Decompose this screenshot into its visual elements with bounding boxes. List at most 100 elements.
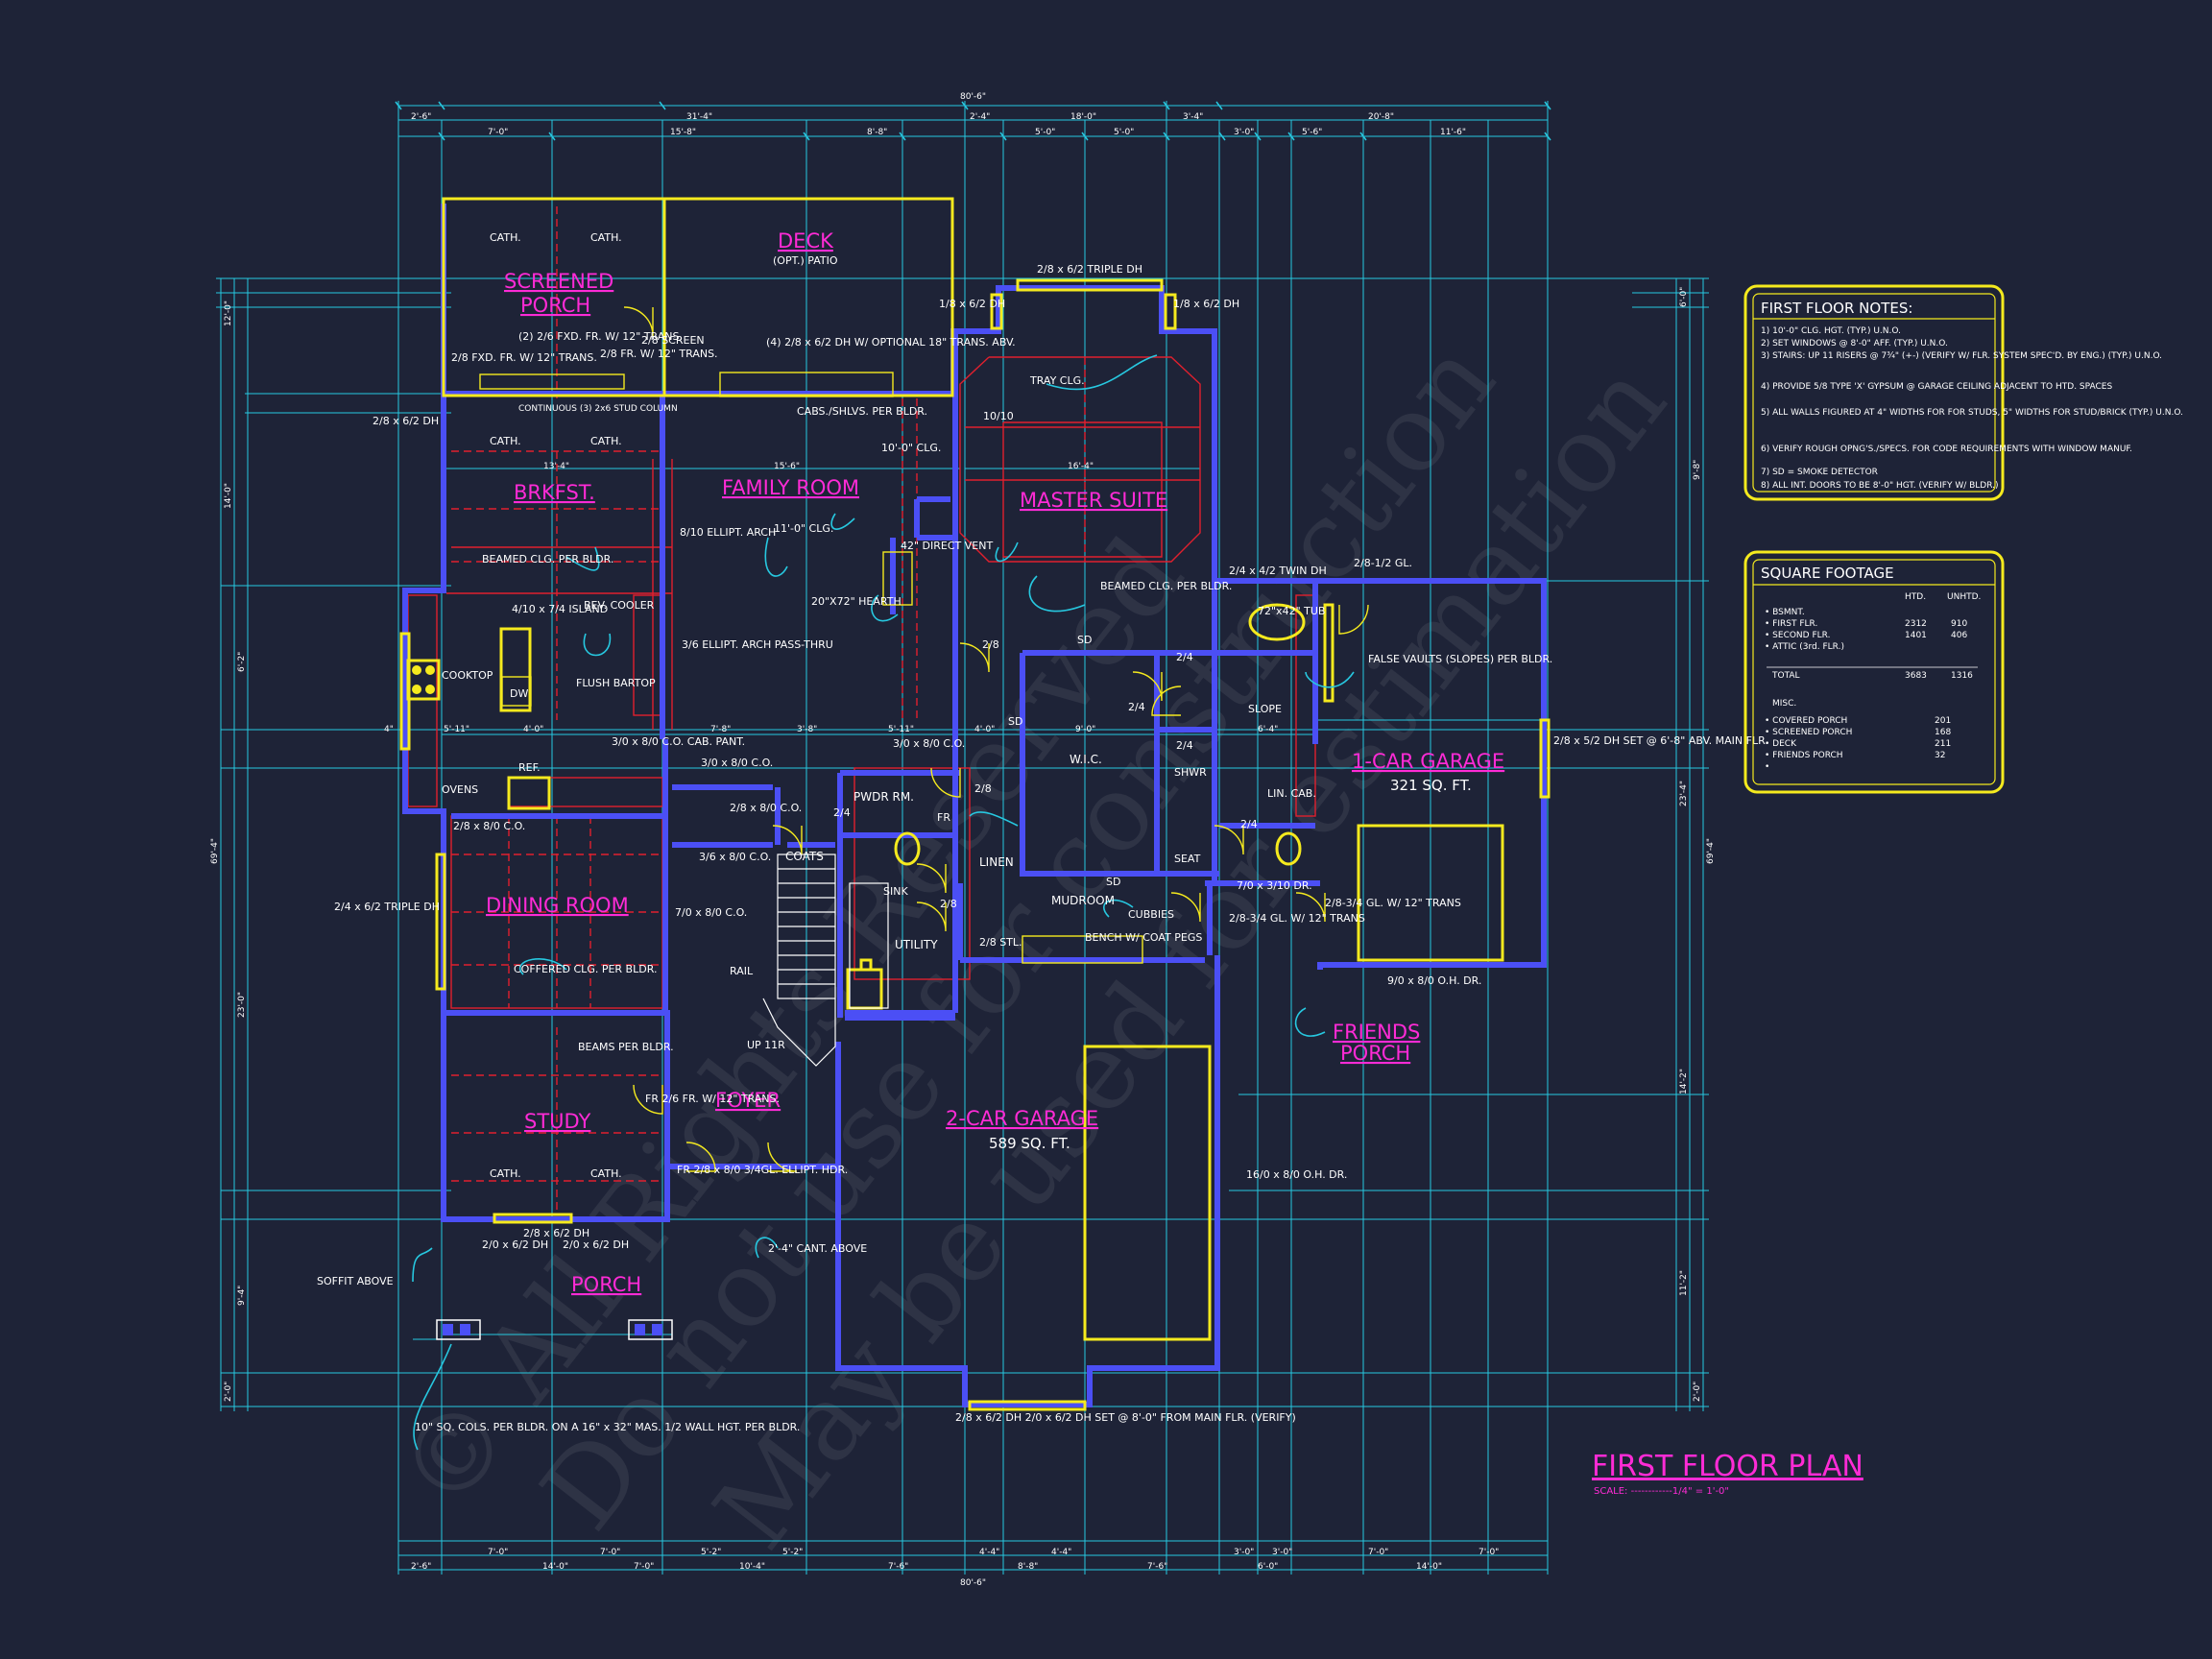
label-d24-1: 2/4 <box>1176 651 1193 663</box>
dim-inner-10: 4'-0" <box>974 725 995 734</box>
label-sink: SINK <box>883 885 908 898</box>
room-screened-porch-2: PORCH <box>520 294 590 317</box>
sqft-misc-2-val: 168 <box>1935 728 1951 737</box>
room-1-car-garage: 1-CAR GARAGE <box>1352 750 1504 773</box>
dim-inner-6: 4'-0" <box>523 725 543 734</box>
sqft-misc-1-val: 201 <box>1935 716 1951 726</box>
label-cols: 10" SQ. COLS. PER BLDR. ON A 16" x 32" M… <box>415 1421 800 1433</box>
label-garage-side-dh: 2/8 x 5/2 DH SET @ 6'-8" ABV. MAIN FLR. <box>1553 734 1768 747</box>
notes-title: FIRST FLOOR NOTES: <box>1761 300 1912 317</box>
note-1: 1) 10'-0" CLG. HGT. (TYP.) U.N.O. <box>1761 326 1901 336</box>
label-dh-left-top: 2/8 x 6/2 DH <box>373 415 439 427</box>
label-pass-thru: 3/6 ELLIPT. ARCH PASS-THRU <box>682 638 833 651</box>
dim-inner-8: 3'-8" <box>797 725 817 734</box>
label-beamed-clg: BEAMED CLG. PER BLDR. <box>482 553 613 565</box>
label-fxd-fr-left: 2/8 FXD. FR. W/ 12" TRANS. <box>451 351 597 364</box>
label-cant: 2'-4" CANT. ABOVE <box>768 1242 867 1255</box>
label-d24-4: 2/4 <box>1240 818 1258 830</box>
sqft-misc-2-label: • SCREENED PORCH <box>1765 728 1852 737</box>
first-floor-notes: FIRST FLOOR NOTES: 1) 10'-0" CLG. HGT. (… <box>1743 284 2183 501</box>
sqft-misc-3-val: 211 <box>1935 739 1951 749</box>
label-d24-3: 2/4 <box>1176 739 1193 752</box>
dim-top-4: 18'-0" <box>1070 112 1096 122</box>
room-utility: UTILITY <box>895 938 938 951</box>
dim-overall-bottom: 80'-6" <box>960 1578 986 1588</box>
sqft-total-unhtd: 1316 <box>1951 671 1973 681</box>
dim-right-2: 9'-8" <box>1693 460 1702 480</box>
label-d24-5: 2/4 <box>833 806 851 819</box>
label-clg-10: 10'-0" CLG. <box>881 442 941 454</box>
dim-bottom2-3: 5'-2" <box>701 1548 721 1557</box>
label-oh-dr-9: 9/0 x 8/0 O.H. DR. <box>1387 974 1481 987</box>
label-porch-dh: 2/8 x 6/2 DH <box>523 1227 589 1239</box>
leader-lines <box>412 354 1355 1451</box>
annotations: CATH. CATH. CATH. CATH. CATH. CATH. 2/8 … <box>317 231 1768 1433</box>
dim-right-4: 14'-2" <box>1679 1069 1689 1094</box>
label-fxd-fr: (2) 2/6 FXD. FR. W/ 12" TRANS. <box>518 330 683 343</box>
label-optional-dh: (4) 2/8 x 6/2 DH W/ OPTIONAL 18" TRANS. … <box>766 336 1016 349</box>
sqft-row-4-label: • ATTIC (3rd. FLR.) <box>1765 642 1844 652</box>
label-tub: 72"x42" TUB <box>1258 605 1325 617</box>
dim-bottom-4: 10'-4" <box>739 1562 765 1572</box>
label-beams: BEAMS PER BLDR. <box>578 1041 674 1053</box>
label-beamed-clg-master: BEAMED CLG. PER BLDR. <box>1100 580 1232 592</box>
dim-bottom-5: 7'-6" <box>888 1562 908 1572</box>
dim-top2-4: 5'-0" <box>1035 128 1055 137</box>
note-8: 8) ALL INT. DOORS TO BE 8'-0" HGT. (VERI… <box>1761 481 1999 491</box>
dim-left-2: 14'-0" <box>224 483 233 509</box>
dim-top-1: 2'-6" <box>411 112 431 122</box>
label-trans-door2: 7/0 x 3/10 DR. <box>1237 879 1312 892</box>
label-up: UP 11R <box>747 1039 785 1051</box>
note-7: 7) SD = SMOKE DETECTOR <box>1761 468 1878 477</box>
label-triple-dh-left: 2/4 x 6/2 TRIPLE DH <box>334 901 440 913</box>
sqft-misc-1-label: • COVERED PORCH <box>1765 716 1847 726</box>
dim-left-6: 2'-0" <box>224 1382 233 1402</box>
dim-top2-5: 5'-0" <box>1114 128 1134 137</box>
label-tray-clg: TRAY CLG. <box>1029 374 1085 387</box>
label-bench: BENCH W/ COAT PEGS <box>1085 931 1202 944</box>
dim-left-5: 9'-4" <box>237 1286 247 1306</box>
sqft-misc-4-label: • FRIENDS PORCH <box>1765 751 1843 760</box>
dim-inner-4: 4" <box>384 725 394 734</box>
sqft-total-htd: 3683 <box>1905 671 1927 681</box>
dim-bottom-9: 14'-0" <box>1416 1562 1442 1572</box>
sqft-misc-4-val: 32 <box>1935 751 1945 760</box>
dim-inner-12: 6'-4" <box>1258 725 1278 734</box>
room-study: STUDY <box>524 1110 591 1133</box>
room-family-room: FAMILY ROOM <box>722 476 859 499</box>
room-mudroom: MUDROOM <box>1051 894 1115 907</box>
dim-inner-2: 15'-6" <box>774 462 800 471</box>
dim-bottom2-1: 7'-0" <box>488 1548 508 1557</box>
label-garage-bottom-dh: 2/8 x 6/2 DH 2/0 x 6/2 DH SET @ 8'-0" FR… <box>955 1411 1296 1424</box>
label-soffit: SOFFIT ABOVE <box>317 1275 394 1287</box>
sqft-row-3-htd: 1401 <box>1905 631 1927 640</box>
room-dining-room: DINING ROOM <box>486 894 629 917</box>
label-coffered: COFFERED CLG. PER BLDR. <box>514 963 657 975</box>
dim-bottom-7: 7'-6" <box>1147 1562 1167 1572</box>
room-coats: COATS <box>785 850 824 863</box>
sqft-misc-title: MISC. <box>1772 699 1796 709</box>
label-shwr: SHWR <box>1174 766 1207 779</box>
label-d28-3: 2/8 <box>940 898 957 910</box>
dim-left-1: 12'-0" <box>224 301 233 326</box>
plan-title: FIRST FLOOR PLAN <box>1592 1450 1863 1483</box>
label-twin-dh: 2/4 x 4/2 TWIN DH <box>1229 565 1327 577</box>
dim-top2-2: 15'-8" <box>670 128 696 137</box>
label-dh-16-right: 1/8 x 6/2 DH <box>1173 298 1239 310</box>
room-wic: W.I.C. <box>1070 753 1102 766</box>
dim-inner-11: 9'-0" <box>1075 725 1095 734</box>
title-block: FIRST FLOOR PLAN SCALE: ------------1/4"… <box>1592 1450 1863 1497</box>
label-continuous-col: CONTINUOUS (3) 2x6 STUD COLUMN <box>518 404 678 414</box>
sqft-row-2-label: • FIRST FLR. <box>1765 619 1817 629</box>
walls <box>402 204 1547 1407</box>
sqft-row-3-label: • SECOND FLR. <box>1765 631 1830 640</box>
label-sd-3: SD <box>1008 715 1022 728</box>
label-co-5: 2/8 x 8/0 C.O. <box>453 820 525 832</box>
label-d28-2: 2/8 <box>974 782 992 795</box>
label-co-6: 3/0 x 8/0 C.O. <box>701 757 773 769</box>
dim-bottom-1: 2'-6" <box>411 1562 431 1572</box>
dim-inner-7: 7'-8" <box>710 725 731 734</box>
note-4: 4) PROVIDE 5/8 TYPE 'X' GYPSUM @ GARAGE … <box>1761 382 2112 392</box>
dim-right-3: 23'-4" <box>1679 781 1689 806</box>
label-cabs: CABS./SHLVS. PER BLDR. <box>797 405 927 418</box>
